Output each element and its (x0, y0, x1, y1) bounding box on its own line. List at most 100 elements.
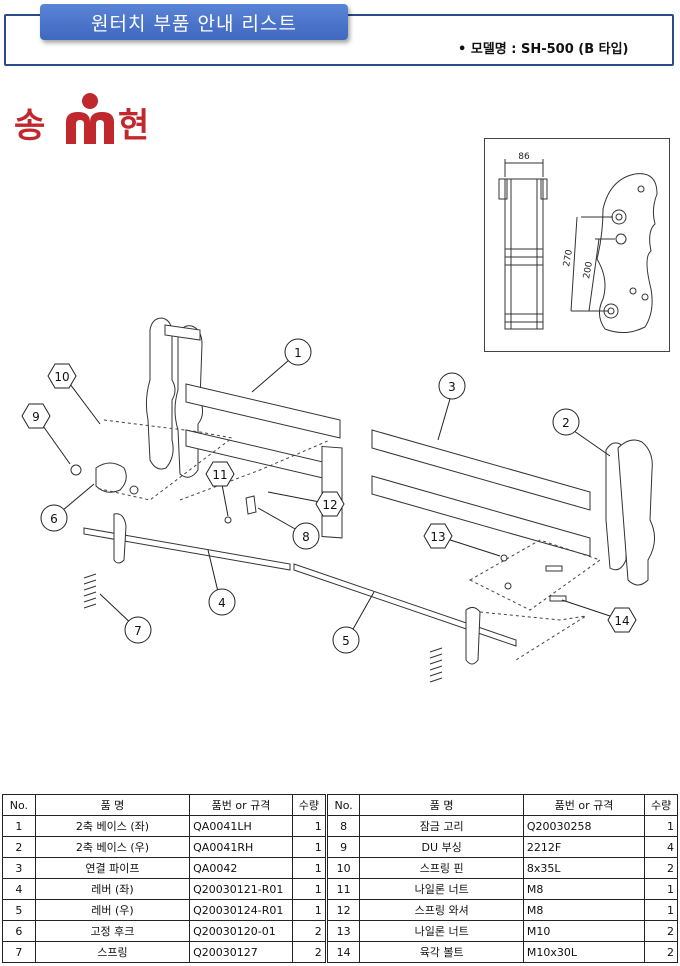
pipe-part-1 (185, 383, 341, 439)
callout-12: 12 (315, 491, 345, 517)
part-qty: 2 (291, 941, 327, 963)
table-header-row: No. 품 명 품번 or 규격 수량 No. 품 명 품번 or 규격 수량 (2, 794, 678, 816)
detail-inset: 86 270 200 (484, 138, 670, 352)
part-name: 연결 파이프 (34, 857, 191, 879)
part-qty: 1 (291, 899, 327, 921)
part-code: Q20030127 (189, 941, 293, 963)
brand-logo: 송 현 (14, 92, 164, 148)
part-name: 나일론 너트 (359, 878, 524, 900)
svg-text:11: 11 (212, 468, 227, 482)
part-no: 7 (2, 941, 36, 963)
svg-text:10: 10 (54, 370, 69, 384)
header-name-right: 품 명 (359, 794, 524, 816)
dim-width-label: 86 (518, 152, 530, 162)
part-name: DU 부싱 (359, 836, 524, 858)
part-name: 잠금 고리 (359, 815, 524, 837)
part-code: Q20030258 (522, 815, 646, 837)
callout-13: 13 (423, 523, 453, 549)
part-no: 6 (2, 920, 36, 942)
part-no: 9 (324, 836, 361, 858)
callout-11: 11 (205, 461, 235, 487)
callout-10: 10 (47, 363, 77, 389)
part-code: M10x30L (522, 941, 646, 963)
part-no: 5 (2, 899, 36, 921)
parts-table: No. 품 명 품번 or 규격 수량 No. 품 명 품번 or 규격 수량 … (2, 794, 678, 963)
callout-4: 4 (208, 588, 236, 616)
header-qty-right: 수량 (644, 794, 678, 816)
logo-mark-icon (66, 93, 114, 144)
part-name: 2축 베이스 (우) (34, 836, 191, 858)
svg-text:5: 5 (342, 634, 350, 648)
part-code: QA0041RH (189, 836, 293, 858)
svg-text:12: 12 (322, 498, 337, 512)
svg-text:6: 6 (50, 512, 58, 526)
header-code: 품번 or 규격 (189, 794, 293, 816)
logo-left-char: 송 (14, 106, 46, 146)
part-code: Q20030124-R01 (189, 899, 293, 921)
part-no: 4 (2, 878, 36, 900)
header-code-right: 품번 or 규격 (522, 794, 646, 816)
part-name: 육각 볼트 (359, 941, 524, 963)
left-base-plate (145, 317, 176, 470)
header-no: No. (2, 794, 36, 816)
part-code: QA0041LH (189, 815, 293, 837)
svg-text:14: 14 (614, 614, 629, 628)
part-qty: 2 (291, 920, 327, 942)
svg-text:3: 3 (448, 380, 456, 394)
part-no: 11 (324, 878, 361, 900)
part-name: 나일론 너트 (359, 920, 524, 942)
svg-text:7: 7 (134, 624, 142, 638)
callout-14: 14 (607, 607, 637, 633)
callout-8: 8 (292, 522, 320, 550)
part-qty: 1 (291, 815, 327, 837)
svg-text:2: 2 (562, 416, 570, 430)
part-code: 2212F (522, 836, 646, 858)
part-name: 레버 (우) (34, 899, 191, 921)
part-qty: 2 (644, 857, 678, 879)
part-no: 8 (324, 815, 361, 837)
part-no: 14 (324, 941, 361, 963)
header-qty: 수량 (291, 794, 327, 816)
part-code: M8 (522, 878, 646, 900)
part-code: M8 (522, 899, 646, 921)
callout-3: 3 (438, 372, 466, 400)
page-title: 원터치 부품 안내 리스트 (40, 4, 348, 40)
svg-text:9: 9 (32, 410, 40, 424)
part-qty: 2 (644, 941, 678, 963)
part-qty: 2 (644, 920, 678, 942)
part-code: M10 (522, 920, 646, 942)
dim-200-label: 200 (582, 261, 595, 280)
svg-text:13: 13 (430, 530, 445, 544)
part-code: QA0042 (189, 857, 293, 879)
callout-2: 2 (552, 408, 580, 436)
dim-270-label: 270 (562, 249, 575, 268)
model-name: • 모델명 : SH-500 (B 타입) (458, 42, 629, 57)
part-no: 12 (324, 899, 361, 921)
callout-5: 5 (332, 626, 360, 654)
part-qty: 1 (291, 878, 327, 900)
part-qty: 1 (644, 815, 678, 837)
part-qty: 1 (644, 899, 678, 921)
part-no: 3 (2, 857, 36, 879)
part-name: 고정 후크 (34, 920, 191, 942)
part-no: 2 (2, 836, 36, 858)
part-name: 2축 베이스 (좌) (34, 815, 191, 837)
part-qty: 1 (291, 857, 327, 879)
part-name: 스프링 와셔 (359, 899, 524, 921)
part-qty: 1 (644, 878, 678, 900)
svg-text:8: 8 (302, 530, 310, 544)
part-code: Q20030120-01 (189, 920, 293, 942)
part-code: Q20030121-R01 (189, 878, 293, 900)
pipe-part-3 (371, 429, 591, 511)
callout-1: 1 (284, 338, 312, 366)
part-name: 레버 (좌) (34, 878, 191, 900)
header-name: 품 명 (34, 794, 191, 816)
part-name: 스프링 (34, 941, 191, 963)
part-no: 1 (2, 815, 36, 837)
